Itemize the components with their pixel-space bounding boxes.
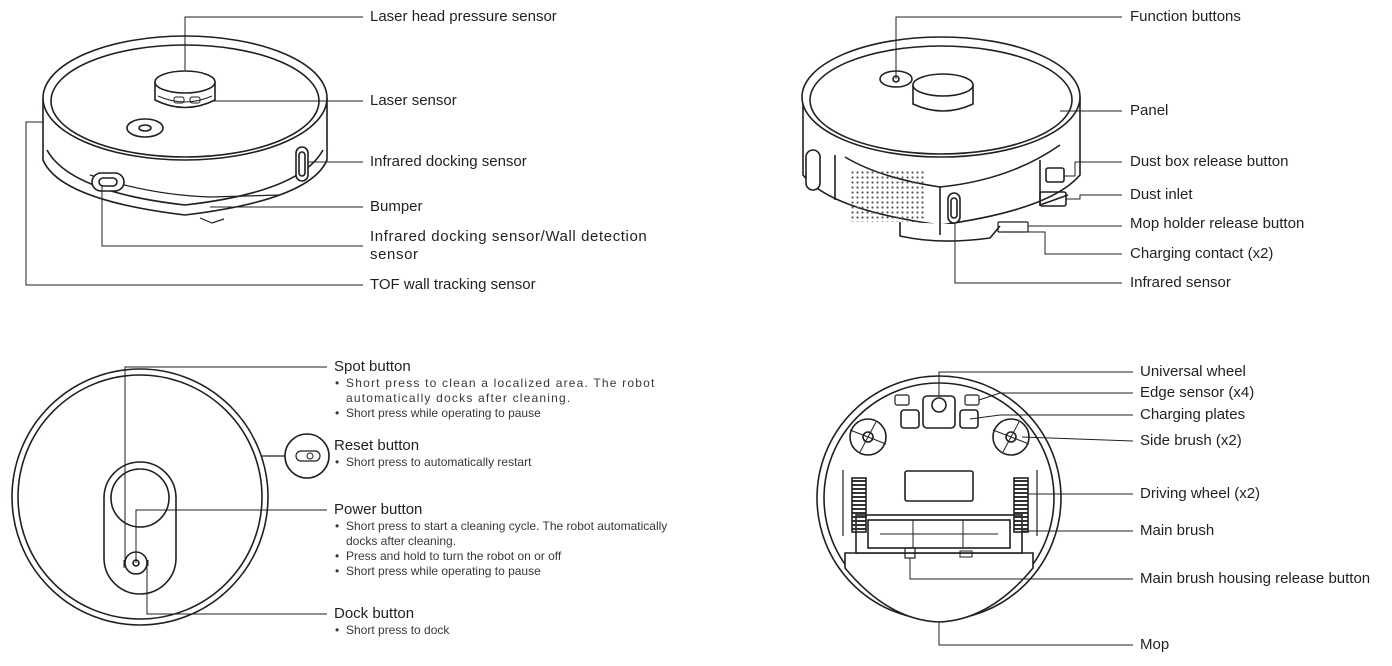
label-tof-wall-tracking-sensor: TOF wall tracking sensor: [370, 276, 536, 293]
reset-button-title: Reset button: [334, 437, 420, 454]
leader-lines: [25, 16, 1134, 646]
spot-button-title: Spot button: [334, 358, 411, 375]
dock-button-title: Dock button: [334, 605, 415, 622]
label-function-buttons: Function buttons: [1130, 8, 1241, 25]
power-button-bullet: Short press while operating to pause: [334, 564, 696, 579]
label-universal-wheel: Universal wheel: [1140, 363, 1246, 380]
dock-button-bullet: Short press to dock: [334, 623, 696, 638]
power-button-bullet: Press and hold to turn the robot on or o…: [334, 549, 696, 564]
dock-button-section: Dock button Short press to dock: [334, 605, 696, 638]
label-charging-contact: Charging contact (x2): [1130, 245, 1274, 262]
power-button-section: Power button Short press to start a clea…: [334, 501, 696, 579]
power-button-bullet: Short press to start a cleaning cycle. T…: [334, 519, 696, 549]
label-side-brush: Side brush (x2): [1140, 432, 1242, 449]
label-infrared-docking-sensor: Infrared docking sensor: [370, 153, 527, 170]
label-bumper: Bumper: [370, 198, 423, 215]
spot-button-bullet: Short press to clean a localized area. T…: [334, 376, 696, 406]
label-dust-box-release-button: Dust box release button: [1130, 153, 1289, 170]
label-laser-head-pressure-sensor: Laser head pressure sensor: [370, 8, 557, 25]
reset-button-bullet: Short press to automatically restart: [334, 455, 696, 470]
label-edge-sensor: Edge sensor (x4): [1140, 384, 1255, 401]
label-main-brush: Main brush: [1140, 522, 1215, 539]
label-infrared-sensor: Infrared sensor: [1130, 274, 1231, 291]
label-mop-holder-release-button: Mop holder release button: [1130, 215, 1305, 232]
label-panel: Panel: [1130, 102, 1169, 119]
label-mop: Mop: [1140, 636, 1170, 653]
label-driving-wheel: Driving wheel (x2): [1140, 485, 1261, 502]
label-infrared-docking-wall-detection-sensor: Infrared docking sensor/Wall detection s…: [370, 228, 648, 263]
robot-bottom-illustration: [816, 375, 1062, 623]
label-main-brush-housing-release-button: Main brush housing release button: [1140, 570, 1371, 587]
reset-button-section: Reset button Short press to automaticall…: [334, 437, 696, 470]
spot-button-bullet: Short press while operating to pause: [334, 406, 696, 421]
power-button-title: Power button: [334, 501, 423, 518]
robot-top-front-illustration: [42, 35, 328, 224]
robot-top-plan-illustration: [11, 368, 330, 626]
label-laser-sensor: Laser sensor: [370, 92, 457, 109]
label-dust-inlet: Dust inlet: [1130, 186, 1193, 203]
label-charging-plates: Charging plates: [1140, 406, 1246, 423]
robot-back-illustration: [801, 36, 1081, 242]
spot-button-section: Spot button Short press to clean a local…: [334, 358, 696, 421]
